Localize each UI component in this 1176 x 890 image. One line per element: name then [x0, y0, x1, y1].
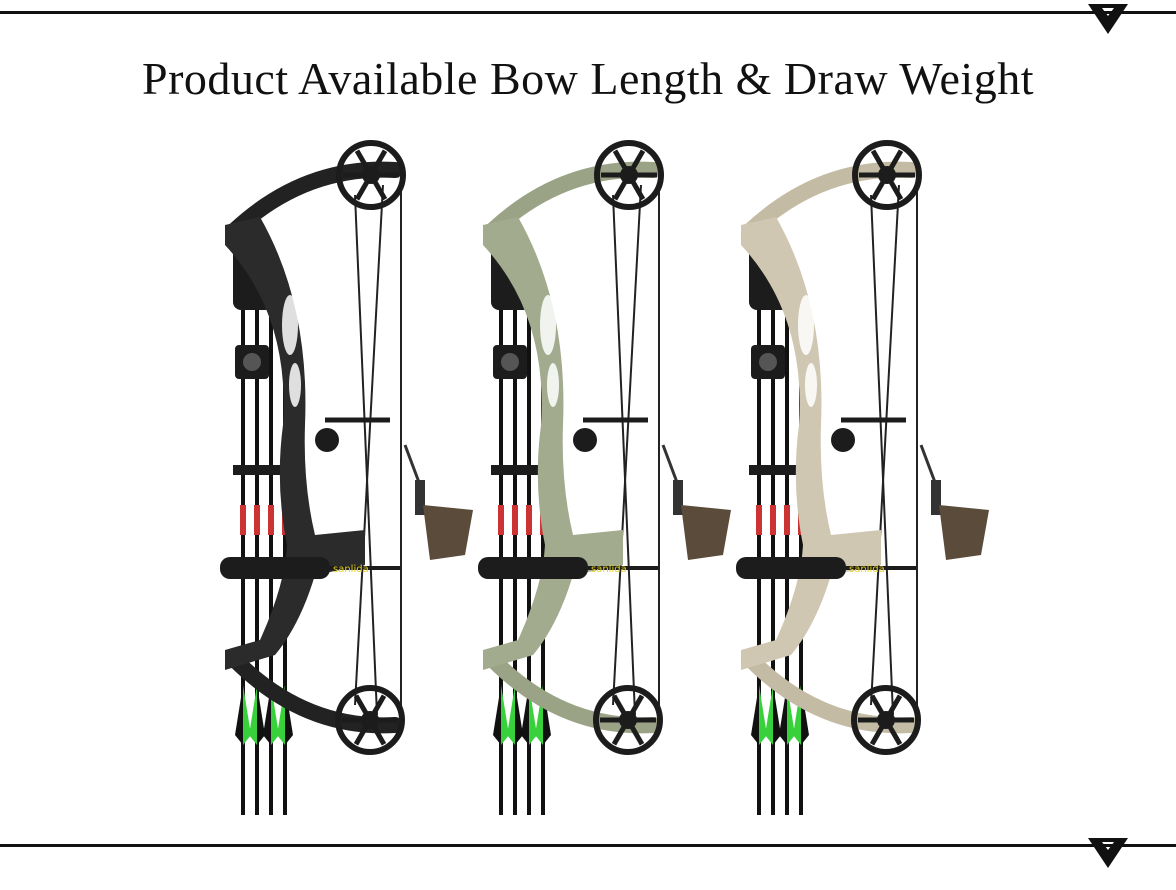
arrow-rest — [573, 428, 597, 452]
bow-product-tan: sanlida — [731, 125, 1001, 825]
riser — [225, 217, 365, 670]
quiver-bar — [233, 465, 293, 475]
arrow — [507, 295, 523, 815]
arrow-rest — [315, 428, 339, 452]
release-aid — [919, 444, 989, 560]
arrow — [751, 295, 767, 815]
cam-wheel — [851, 685, 921, 755]
arrow — [235, 295, 251, 815]
bow-product-green: sanlida — [473, 125, 743, 825]
release-aid — [403, 444, 473, 560]
cam-wheel — [594, 140, 664, 210]
chevron-down-icon — [1088, 2, 1128, 34]
stabilizer — [736, 557, 846, 579]
arrow-rest — [831, 428, 855, 452]
chevron-down-icon — [1088, 836, 1128, 868]
cam-wheel — [593, 685, 663, 755]
cam-wheel — [336, 140, 406, 210]
riser — [741, 217, 881, 670]
arrow — [493, 295, 509, 815]
brand-logo: sanlida — [333, 564, 369, 575]
cam-wheel — [852, 140, 922, 210]
riser — [483, 217, 623, 670]
quiver-bar — [749, 465, 809, 475]
arrow — [765, 295, 781, 815]
bow-product-black: sanlida — [215, 125, 485, 825]
bottom-divider — [0, 844, 1176, 847]
brand-logo: sanlida — [849, 564, 885, 575]
brand-logo: sanlida — [591, 564, 627, 575]
stabilizer — [478, 557, 588, 579]
quiver-bar — [491, 465, 551, 475]
arrow — [249, 295, 265, 815]
stabilizer — [220, 557, 330, 579]
top-divider — [0, 11, 1176, 14]
release-aid — [661, 444, 731, 560]
page-title: Product Available Bow Length & Draw Weig… — [142, 53, 1034, 104]
cam-wheel — [335, 685, 405, 755]
